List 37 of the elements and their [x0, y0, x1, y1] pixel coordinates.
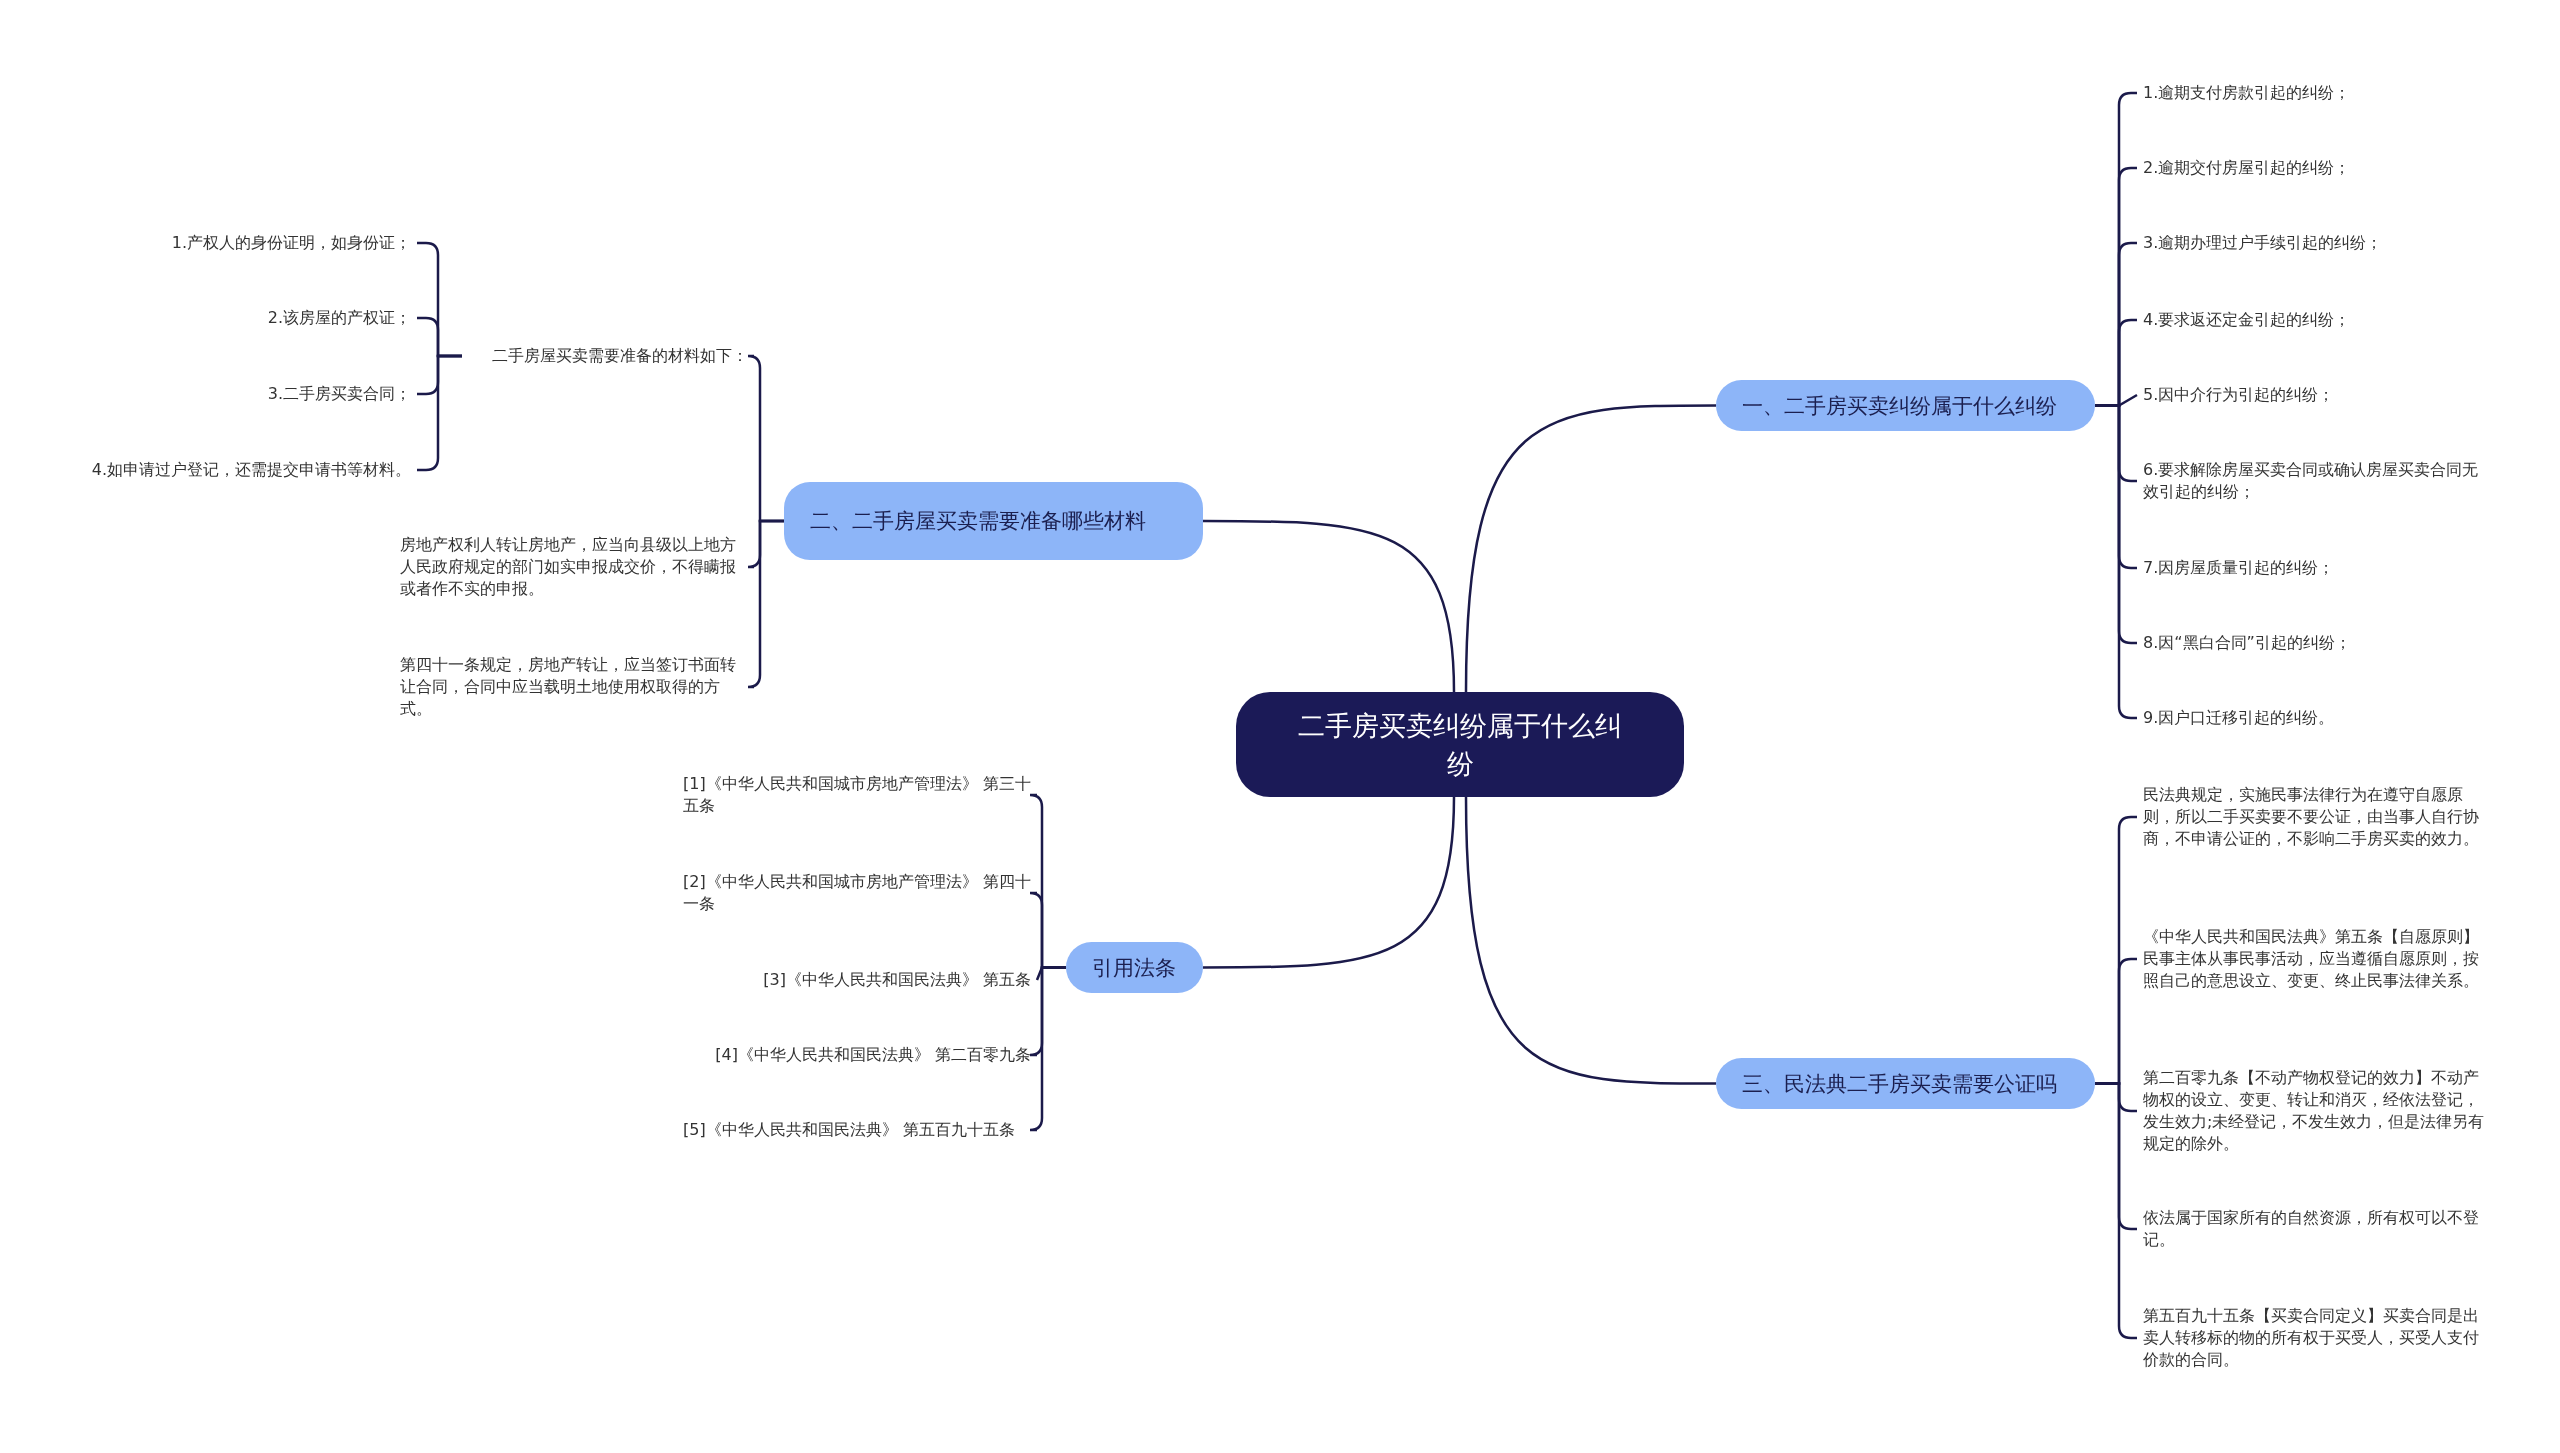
topic-pill: 一、二手房买卖纠纷属于什么纠纷 — [1716, 380, 2095, 431]
branch-text: 房地产权利人转让房地产，应当向县级以上地方人民政府规定的部门如实申报成交价，不得瞒报或者作不实的申报。 — [394, 534, 754, 600]
topic-pill: 三、民法典二手房买卖需要公证吗 — [1716, 1058, 2095, 1109]
branch-text: 2.该房屋的产权证； — [20, 307, 417, 329]
branch-text: 民法典规定，实施民事法律行为在遵守自愿原则，所以二手买卖要不要公证，由当事人自行协商，不申请公证的，不影响二手房买卖的效力。 — [2137, 784, 2497, 850]
branch-text: 5.因中介行为引起的纠纷； — [2137, 384, 2497, 406]
branch-text: [3]《中华人民共和国民法典》 第五条 — [677, 969, 1037, 991]
branch-text: 4.要求返还定金引起的纠纷； — [2137, 309, 2497, 331]
branch-text: 1.逾期支付房款引起的纠纷； — [2137, 82, 2497, 104]
topic-pill: 引用法条 — [1066, 942, 1203, 993]
branch-text: 第五百九十五条【买卖合同定义】买卖合同是出卖人转移标的物的所有权于买受人，买受人支付价款的合同。 — [2137, 1305, 2497, 1371]
central-topic: 二手房买卖纠纷属于什么纠纷 — [1236, 692, 1684, 797]
branch-text: 《中华人民共和国民法典》第五条【自愿原则】民事主体从事民事活动，应当遵循自愿原则，按照自己的意思设立、变更、终止民事法律关系。 — [2137, 926, 2497, 992]
branch-text: 3.逾期办理过户手续引起的纠纷； — [2137, 232, 2497, 254]
branch-text: 9.因户口迁移引起的纠纷。 — [2137, 707, 2497, 729]
branch-text: 4.如申请过户登记，还需提交申请书等材料。 — [20, 459, 417, 481]
branch-text: [1]《中华人民共和国城市房地产管理法》 第三十五条 — [677, 773, 1037, 817]
topic-pill: 二、二手房屋买卖需要准备哪些材料 — [784, 482, 1203, 560]
branch-text: 第二百零九条【不动产物权登记的效力】不动产物权的设立、变更、转让和消灭，经依法登记，发生效力;未经登记，不发生效力，但是法律另有规定的除外。 — [2137, 1067, 2497, 1155]
branch-text: [4]《中华人民共和国民法典》 第二百零九条 — [677, 1044, 1037, 1066]
branch-text: [2]《中华人民共和国城市房地产管理法》 第四十一条 — [677, 871, 1037, 915]
connector-line — [1203, 796, 1456, 969]
connector-line — [1028, 966, 1066, 1132]
connector-line — [1464, 404, 1716, 693]
branch-text: 3.二手房买卖合同； — [20, 383, 417, 405]
connector-line — [1464, 796, 1716, 1085]
branch-text: 7.因房屋质量引起的纠纷； — [2137, 557, 2497, 579]
branch-text: 2.逾期交付房屋引起的纠纷； — [2137, 157, 2497, 179]
branch-text: [5]《中华人民共和国民法典》 第五百九十五条 — [677, 1119, 1037, 1141]
branch-text: 依法属于国家所有的自然资源，所有权可以不登记。 — [2137, 1207, 2497, 1251]
connector-line — [1203, 519, 1456, 693]
branch-text: 二手房屋买卖需要准备的材料如下： — [462, 345, 754, 367]
branch-text: 6.要求解除房屋买卖合同或确认房屋买卖合同无效引起的纠纷； — [2137, 459, 2497, 503]
branch-text: 第四十一条规定，房地产转让，应当签订书面转让合同，合同中应当载明土地使用权取得的方式。 — [394, 654, 754, 720]
connector-line — [746, 519, 784, 689]
branch-text: 8.因“黑白合同”引起的纠纷； — [2137, 632, 2497, 654]
branch-text: 1.产权人的身份证明，如身份证； — [20, 232, 417, 254]
